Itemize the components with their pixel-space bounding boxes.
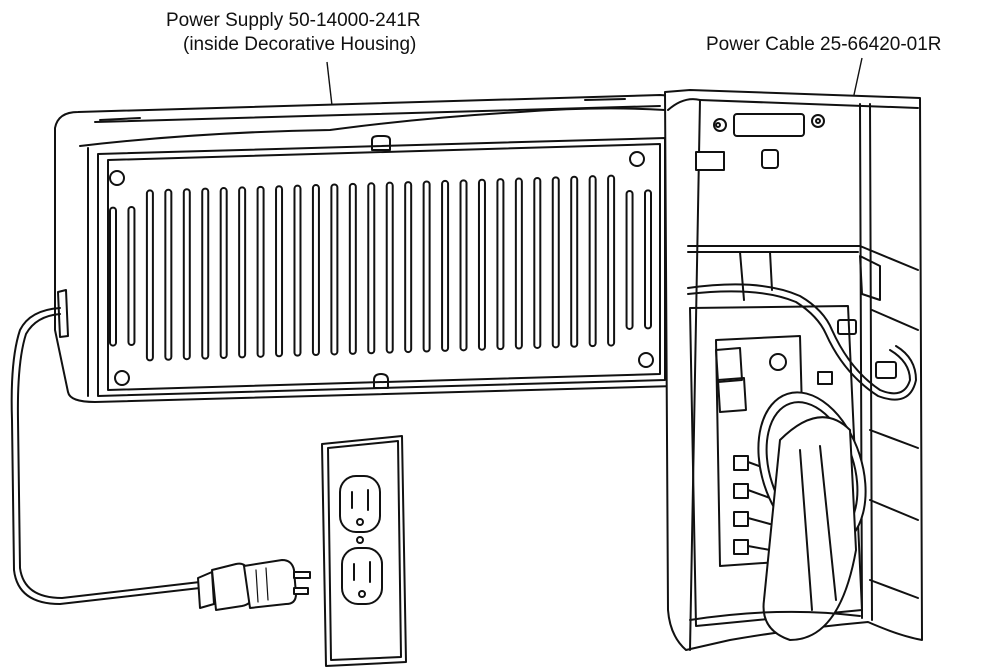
- vent-slot: [404, 181, 413, 354]
- vent-slot: [551, 176, 560, 349]
- vent-slot: [441, 179, 450, 352]
- vent-slot: [127, 205, 136, 346]
- wall-outlet: [321, 435, 407, 667]
- power-plug: [197, 559, 311, 611]
- power-cord: [10, 307, 201, 605]
- vent-slot: [330, 183, 339, 356]
- vent-slot: [275, 185, 284, 358]
- vent-slot: [570, 175, 579, 348]
- power-supply-location-label: (inside Decorative Housing): [183, 34, 417, 55]
- power-cable-label: Power Cable 25-66420-01R: [706, 34, 942, 55]
- vent-slot: [644, 189, 652, 330]
- vent-slot: [348, 182, 357, 355]
- kiosk-cabinet: [664, 89, 923, 651]
- vent-slot: [385, 181, 394, 354]
- vent-slot: [588, 175, 597, 348]
- vent-slot: [367, 182, 376, 355]
- vent-slot: [607, 174, 616, 347]
- vent-slot: [182, 188, 191, 361]
- vent-slot: [311, 184, 320, 357]
- vent-slot: [256, 185, 265, 358]
- vent-slot: [422, 180, 431, 353]
- vent-slot: [293, 184, 302, 357]
- vent-slot: [625, 189, 634, 330]
- vent-slot: [477, 178, 486, 351]
- vent-slots: [109, 174, 652, 362]
- vent-slot: [201, 187, 210, 360]
- vent-slot: [459, 179, 468, 352]
- vent-slot: [164, 188, 173, 361]
- vent-slot: [514, 177, 523, 350]
- vent-slot: [238, 186, 247, 359]
- power-supply-label: Power Supply 50-14000-241R: [166, 10, 421, 31]
- decorative-housing: [54, 94, 677, 403]
- vent-slot: [219, 187, 228, 360]
- vent-slot: [145, 189, 154, 362]
- vent-slot: [496, 178, 505, 351]
- vent-slot: [109, 206, 117, 347]
- vent-slot: [533, 176, 542, 349]
